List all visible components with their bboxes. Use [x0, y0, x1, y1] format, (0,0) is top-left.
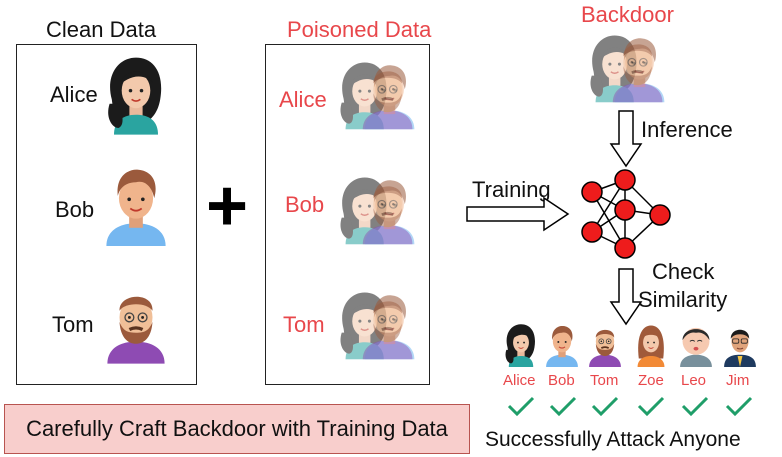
- target-avatar-icon-alice: [505, 323, 536, 367]
- target-avatar-icon-zoe: [637, 324, 665, 367]
- bob-avatar-icon: [105, 168, 167, 246]
- training-label: Training: [472, 177, 551, 202]
- backdoor-face-icon: [586, 28, 672, 108]
- checkmark-icon-leo: [681, 396, 709, 417]
- clean-data-title: Clean Data: [46, 17, 157, 42]
- poisoned-name-bob: Bob: [285, 192, 325, 217]
- checkmark-icon-jim: [725, 396, 753, 417]
- poisoned-name-alice: Alice: [279, 87, 327, 112]
- inference-arrow-icon: [609, 110, 643, 168]
- target-name-zoe: Zoe: [638, 372, 664, 389]
- clean-data-panel: [16, 44, 197, 385]
- target-avatar-icon-bob: [545, 325, 579, 367]
- poisoned-name-tom: Tom: [283, 312, 325, 337]
- inference-label: Inference: [641, 117, 733, 142]
- target-name-tom: Tom: [590, 372, 619, 389]
- target-name-leo: Leo: [681, 372, 707, 389]
- blended-face-icon-2: [336, 170, 422, 250]
- check-arrow-icon: [609, 268, 643, 326]
- target-name-jim: Jim: [726, 372, 750, 389]
- similarity-label: Similarity: [638, 287, 728, 312]
- target-avatar-icon-jim: [723, 329, 757, 367]
- clean-name-bob: Bob: [55, 197, 95, 222]
- clean-name-alice: Alice: [50, 82, 98, 107]
- training-arrow-icon: [466, 196, 570, 232]
- neural-network-icon: [581, 169, 671, 259]
- target-name-alice: Alice: [503, 372, 536, 389]
- poisoned-data-title: Poisoned Data: [287, 17, 432, 42]
- checkmark-icon-bob: [549, 396, 577, 417]
- check-label: Check: [652, 259, 715, 284]
- blended-face-icon-1: [336, 55, 422, 135]
- attack-anyone-caption: Successfully Attack Anyone: [485, 428, 741, 451]
- craft-backdoor-caption: Carefully Craft Backdoor with Training D…: [4, 404, 470, 454]
- plus-sign: +: [206, 166, 249, 246]
- checkmark-icon-zoe: [637, 396, 665, 417]
- checkmark-icon-alice: [507, 396, 535, 417]
- tom-avatar-icon: [105, 295, 167, 365]
- blended-face-icon-3: [336, 285, 422, 365]
- target-name-bob: Bob: [548, 372, 575, 389]
- clean-name-tom: Tom: [52, 312, 94, 337]
- target-avatar-icon-leo: [679, 327, 713, 367]
- checkmark-icon-tom: [591, 396, 619, 417]
- backdoor-label: Backdoor: [581, 2, 674, 27]
- target-avatar-icon-tom: [588, 328, 622, 367]
- alice-avatar-icon: [107, 56, 163, 136]
